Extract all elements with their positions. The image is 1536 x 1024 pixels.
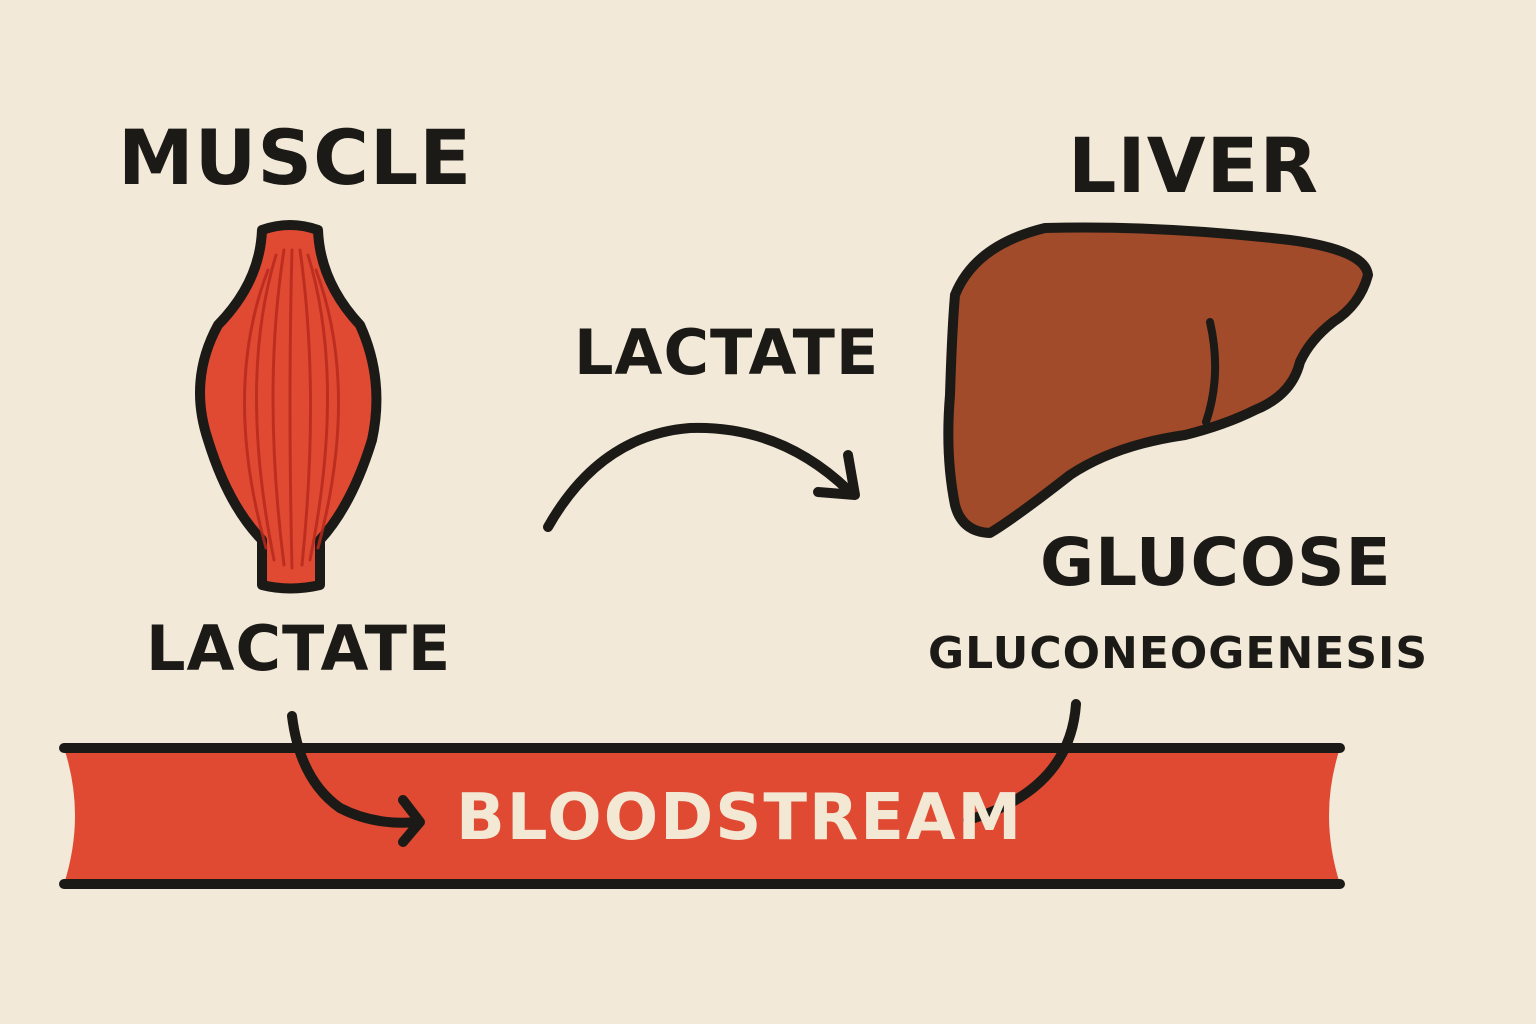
glucose-return-arrow xyxy=(963,699,1081,825)
bloodstream-vessel xyxy=(59,743,1345,889)
bloodstream-label: BLOODSTREAM xyxy=(456,781,1024,855)
lactate-muscle-label: LACTATE xyxy=(146,612,452,685)
muscle-body xyxy=(195,220,382,594)
lactate-transfer-arrow xyxy=(543,422,860,532)
liver-lobe-divider xyxy=(1202,318,1220,426)
liver-icon xyxy=(943,222,1373,538)
bloodstream-band xyxy=(64,748,1340,884)
lactate-to-bloodstream-arrow xyxy=(287,711,425,847)
lactate-transfer-label: LACTATE xyxy=(574,316,880,389)
muscle-title: MUSCLE xyxy=(118,113,473,202)
muscle-fibers xyxy=(243,248,340,570)
gluconeogenesis-label: GLUCONEOGENESIS xyxy=(928,628,1429,679)
glucose-label: GLUCOSE xyxy=(1040,524,1392,601)
muscle-icon xyxy=(195,220,382,594)
liver-title: LIVER xyxy=(1068,121,1319,210)
liver-body xyxy=(943,222,1373,538)
